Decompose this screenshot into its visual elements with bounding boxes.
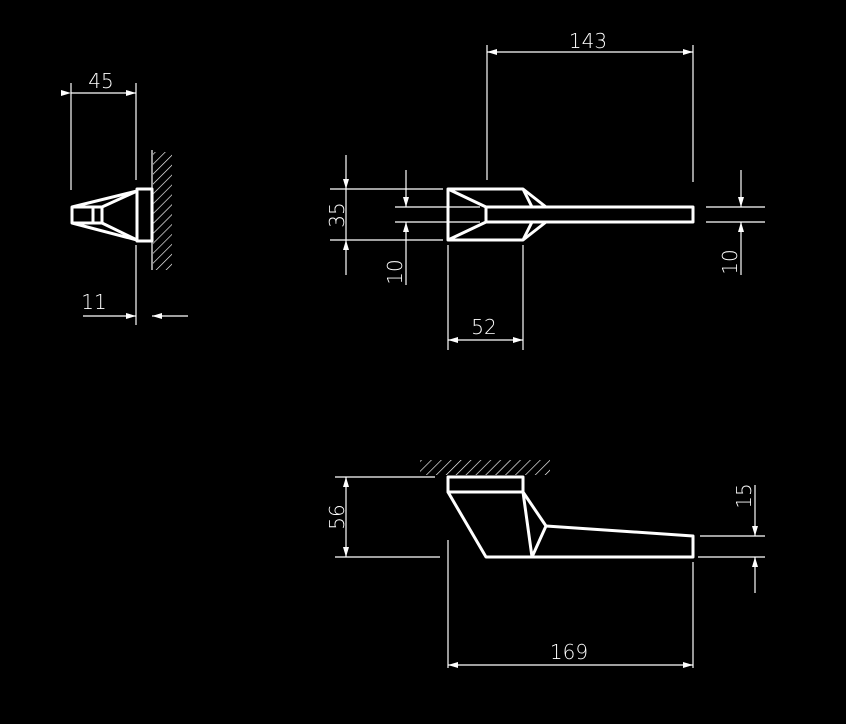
- dim-label-11: 11: [81, 290, 106, 314]
- dimension-143: 143: [486, 29, 694, 182]
- dim-label-143: 143: [569, 29, 607, 53]
- top-handle: [446, 187, 695, 242]
- top-view: 143 35 10 52 10: [325, 29, 765, 350]
- dimension-10-right: 10: [706, 170, 765, 275]
- dimension-11: 11: [81, 245, 188, 325]
- side-view: 45 11: [61, 69, 188, 325]
- side-handle: [70, 187, 154, 243]
- dimension-10-left: 10: [383, 170, 480, 285]
- dim-label-45: 45: [88, 69, 113, 93]
- dimension-169: 169: [447, 540, 694, 668]
- front-view: 56 169 15: [325, 460, 765, 668]
- dimension-52: 52: [447, 245, 524, 350]
- dim-label-35: 35: [325, 202, 349, 227]
- wall-hatch: [153, 152, 172, 270]
- dimension-56: 56: [325, 476, 440, 558]
- dim-label-52: 52: [471, 315, 496, 339]
- dim-label-169: 169: [550, 640, 588, 664]
- dim-label-10-left: 10: [383, 259, 407, 284]
- dimension-35: 35: [325, 155, 443, 275]
- dim-label-15: 15: [732, 483, 756, 508]
- front-handle: [446, 475, 695, 559]
- dimension-15: 15: [698, 483, 765, 593]
- dimension-45: 45: [61, 69, 137, 190]
- dim-label-56: 56: [325, 504, 349, 529]
- dim-label-10-right: 10: [718, 249, 742, 274]
- ceiling-hatch: [420, 460, 550, 475]
